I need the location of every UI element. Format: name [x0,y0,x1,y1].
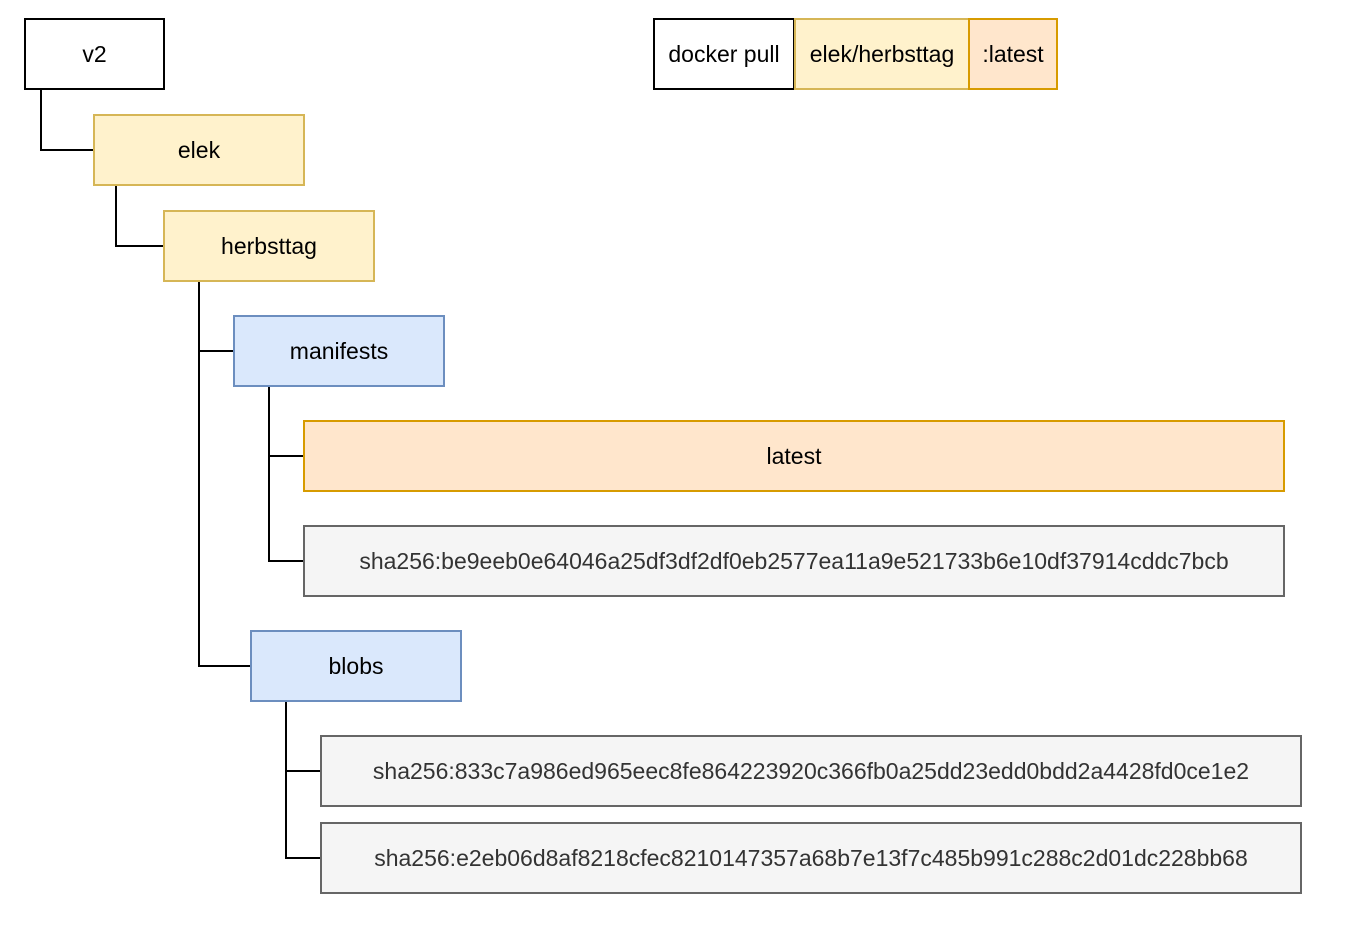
connector-manifests-latest [268,386,304,457]
docker-pull-command-box: docker pull [653,18,795,90]
command-repository-label: elek/herbsttag [809,40,955,67]
node-manifests: manifests [233,315,445,387]
docker-pull-label: docker pull [668,40,780,67]
node-blob-digest-1: sha256:833c7a986ed965eec8fe864223920c366… [320,735,1302,807]
connector-manifests-digest [268,456,304,562]
node-v2-label: v2 [82,40,107,67]
connector-herbsttag-manifests [198,281,234,352]
node-blobs-label: blobs [328,652,384,679]
node-blob-digest-label: sha256:e2eb06d8af8218cfec8210147357a68b7… [374,844,1248,871]
command-tag-box: :latest [968,18,1058,90]
command-repository-box: elek/herbsttag [794,18,970,90]
node-manifest-tag-latest: latest [303,420,1285,492]
connector-blobs-blob2 [285,771,321,859]
connector-elek-herbsttag [115,184,164,247]
node-blobs: blobs [250,630,462,702]
node-manifest-digest: sha256:be9eeb0e64046a25df3df2df0eb2577ea… [303,525,1285,597]
node-manifest-tag-label: latest [766,442,822,469]
node-blob-digest-2: sha256:e2eb06d8af8218cfec8210147357a68b7… [320,822,1302,894]
node-manifest-digest-label: sha256:be9eeb0e64046a25df3df2df0eb2577ea… [359,547,1229,574]
node-manifests-label: manifests [289,337,389,364]
connector-v2-elek [40,89,94,151]
node-repository-label: herbsttag [221,232,317,259]
node-namespace-label: elek [177,136,221,163]
connector-blobs-blob1 [285,701,321,772]
node-v2: v2 [24,18,165,90]
node-repository-herbsttag: herbsttag [163,210,375,282]
node-blob-digest-label: sha256:833c7a986ed965eec8fe864223920c366… [372,757,1250,784]
node-namespace-elek: elek [93,114,305,186]
connector-herbsttag-blobs [198,351,251,667]
command-tag-label: :latest [982,40,1044,67]
